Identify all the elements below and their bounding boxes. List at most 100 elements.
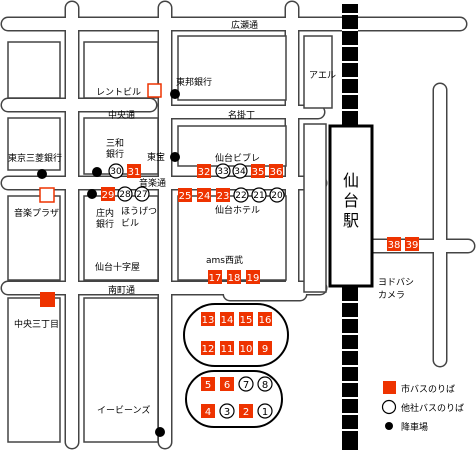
place-labels: レントビル 東邦銀行 三和 銀行 東宝 アエル 東京三菱銀行 音楽プラザ 仙台ビ… bbox=[8, 71, 414, 416]
other-stop-circle bbox=[232, 163, 248, 179]
drop-off-dot bbox=[37, 169, 47, 179]
legend: 市バスのりば 他社バスのりば 降車場 bbox=[381, 381, 464, 433]
city-stop-number: 16 bbox=[259, 315, 272, 326]
city-stop-box bbox=[208, 270, 222, 284]
city-stop-number: 38 bbox=[388, 240, 401, 251]
city-stop-box bbox=[197, 164, 211, 178]
sendai-station bbox=[328, 124, 374, 288]
city-stop-number: 18 bbox=[228, 273, 241, 284]
city-stop-box bbox=[127, 164, 141, 178]
other-stop-number: 27 bbox=[136, 190, 147, 200]
label-renty: レントビル bbox=[96, 87, 141, 98]
bus-terminal-island-north: 13 14 15 16 12 11 10 9 bbox=[183, 303, 289, 367]
label-ams-seibu: ams西武 bbox=[206, 254, 243, 266]
other-stop-circle bbox=[257, 403, 273, 419]
city-stop-box bbox=[269, 164, 283, 178]
label-shonai-bank: 庄内 bbox=[96, 207, 114, 219]
other-stop-number: 7 bbox=[243, 380, 249, 391]
label-toho-store: 東宝 bbox=[147, 151, 165, 163]
city-bus-stops: 31 29 32 35 36 25 24 23 17 18 19 38 39 bbox=[101, 164, 419, 284]
other-stop-circle bbox=[233, 187, 249, 203]
label-horugetsu: ほうげつ bbox=[121, 206, 157, 217]
block bbox=[83, 41, 159, 99]
city-stop-box bbox=[101, 187, 115, 201]
city-stop-box bbox=[201, 312, 215, 326]
drop-off-dot bbox=[170, 152, 180, 162]
city-stop-number: 15 bbox=[240, 315, 253, 326]
other-stop-number: 28 bbox=[119, 190, 131, 200]
other-stop-circle bbox=[269, 187, 285, 203]
other-stop-number: 20 bbox=[271, 191, 283, 201]
city-stop-number: 11 bbox=[221, 344, 234, 355]
drop-off-dot bbox=[170, 89, 180, 99]
city-stop-number: 5 bbox=[205, 380, 211, 391]
label-sendai-hotel: 仙台ホテル bbox=[215, 204, 260, 216]
label-ibeans: イービーンズ bbox=[97, 404, 150, 416]
other-stop-number: 1 bbox=[262, 407, 268, 418]
station-label: 仙 台 駅 bbox=[343, 171, 359, 230]
city-stop-number: 4 bbox=[205, 407, 211, 418]
block bbox=[7, 117, 61, 171]
label-toho-bank: 東邦銀行 bbox=[176, 76, 212, 88]
street-label-ongaku: 音楽通 bbox=[139, 177, 166, 189]
city-stop-box bbox=[246, 270, 260, 284]
city-stop-number: 39 bbox=[406, 240, 419, 251]
legend-alighting-swatch bbox=[385, 422, 393, 430]
label-sendai-biblos: 仙台ビブレ bbox=[215, 152, 260, 164]
city-stop-box bbox=[220, 312, 234, 326]
station-char: 駅 bbox=[343, 211, 359, 230]
city-stop-box bbox=[258, 312, 272, 326]
city-stop-box bbox=[239, 341, 253, 355]
city-stop-number: 12 bbox=[202, 344, 215, 355]
block bbox=[7, 297, 61, 443]
block bbox=[303, 35, 333, 109]
drop-off-points bbox=[37, 89, 180, 437]
city-stop-number: 35 bbox=[252, 167, 265, 178]
street-label-minamimachi: 南町通 bbox=[108, 284, 135, 296]
legend-other-bus-label: 他社バスのりば bbox=[401, 402, 464, 414]
city-stop-number: 14 bbox=[221, 315, 234, 326]
other-stop-circle bbox=[257, 376, 273, 392]
city-stop-number: 9 bbox=[262, 344, 268, 355]
block bbox=[83, 195, 159, 281]
city-stop-box bbox=[251, 164, 265, 178]
city-stop-box bbox=[216, 188, 230, 202]
other-stop-circle bbox=[108, 163, 124, 179]
other-stop-circle bbox=[215, 163, 231, 179]
city-stop-number: 25 bbox=[179, 191, 192, 202]
label-sendai-jujiya: 仙台十字屋 bbox=[95, 261, 140, 273]
city-stop-box bbox=[227, 270, 241, 284]
bus-terminal-island-south: 5 6 7 8 4 3 2 1 bbox=[185, 370, 283, 428]
other-stop-number: 3 bbox=[224, 407, 230, 418]
other-stop-circle bbox=[238, 376, 254, 392]
block bbox=[7, 41, 61, 99]
city-stop-box bbox=[220, 341, 234, 355]
drop-off-dot bbox=[155, 427, 165, 437]
city-stop-number: 13 bbox=[202, 315, 215, 326]
city-stop-box bbox=[405, 237, 419, 251]
block bbox=[83, 297, 159, 443]
other-bus-stops: 30 28 27 33 34 22 21 20 bbox=[108, 163, 285, 203]
city-stop-number: 24 bbox=[198, 191, 211, 202]
other-stop-number: 34 bbox=[234, 167, 246, 177]
drop-off-dot bbox=[92, 167, 102, 177]
other-stop-number: 22 bbox=[235, 191, 246, 201]
other-stop-circle bbox=[117, 186, 133, 202]
city-stop-number: 10 bbox=[240, 344, 253, 355]
city-stop-box bbox=[239, 312, 253, 326]
block bbox=[83, 117, 159, 175]
label-horugetsu: ビル bbox=[121, 218, 139, 229]
other-stop-number: 30 bbox=[110, 167, 122, 177]
street-labels: 広瀬通 中央通 名掛丁 音楽通 南町通 bbox=[108, 19, 258, 296]
station-char: 台 bbox=[343, 191, 359, 210]
city-stop-box bbox=[201, 404, 215, 418]
marker-renty bbox=[147, 83, 162, 98]
legend-alighting-label: 降車場 bbox=[401, 421, 428, 433]
legend-city-bus-swatch bbox=[383, 381, 396, 394]
block bbox=[7, 195, 61, 281]
city-stop-number: 19 bbox=[247, 273, 260, 284]
street-label-nakakecho: 名掛丁 bbox=[228, 109, 255, 121]
label-ongaku-plaza: 音楽プラザ bbox=[14, 207, 59, 219]
city-stop-box bbox=[178, 188, 192, 202]
